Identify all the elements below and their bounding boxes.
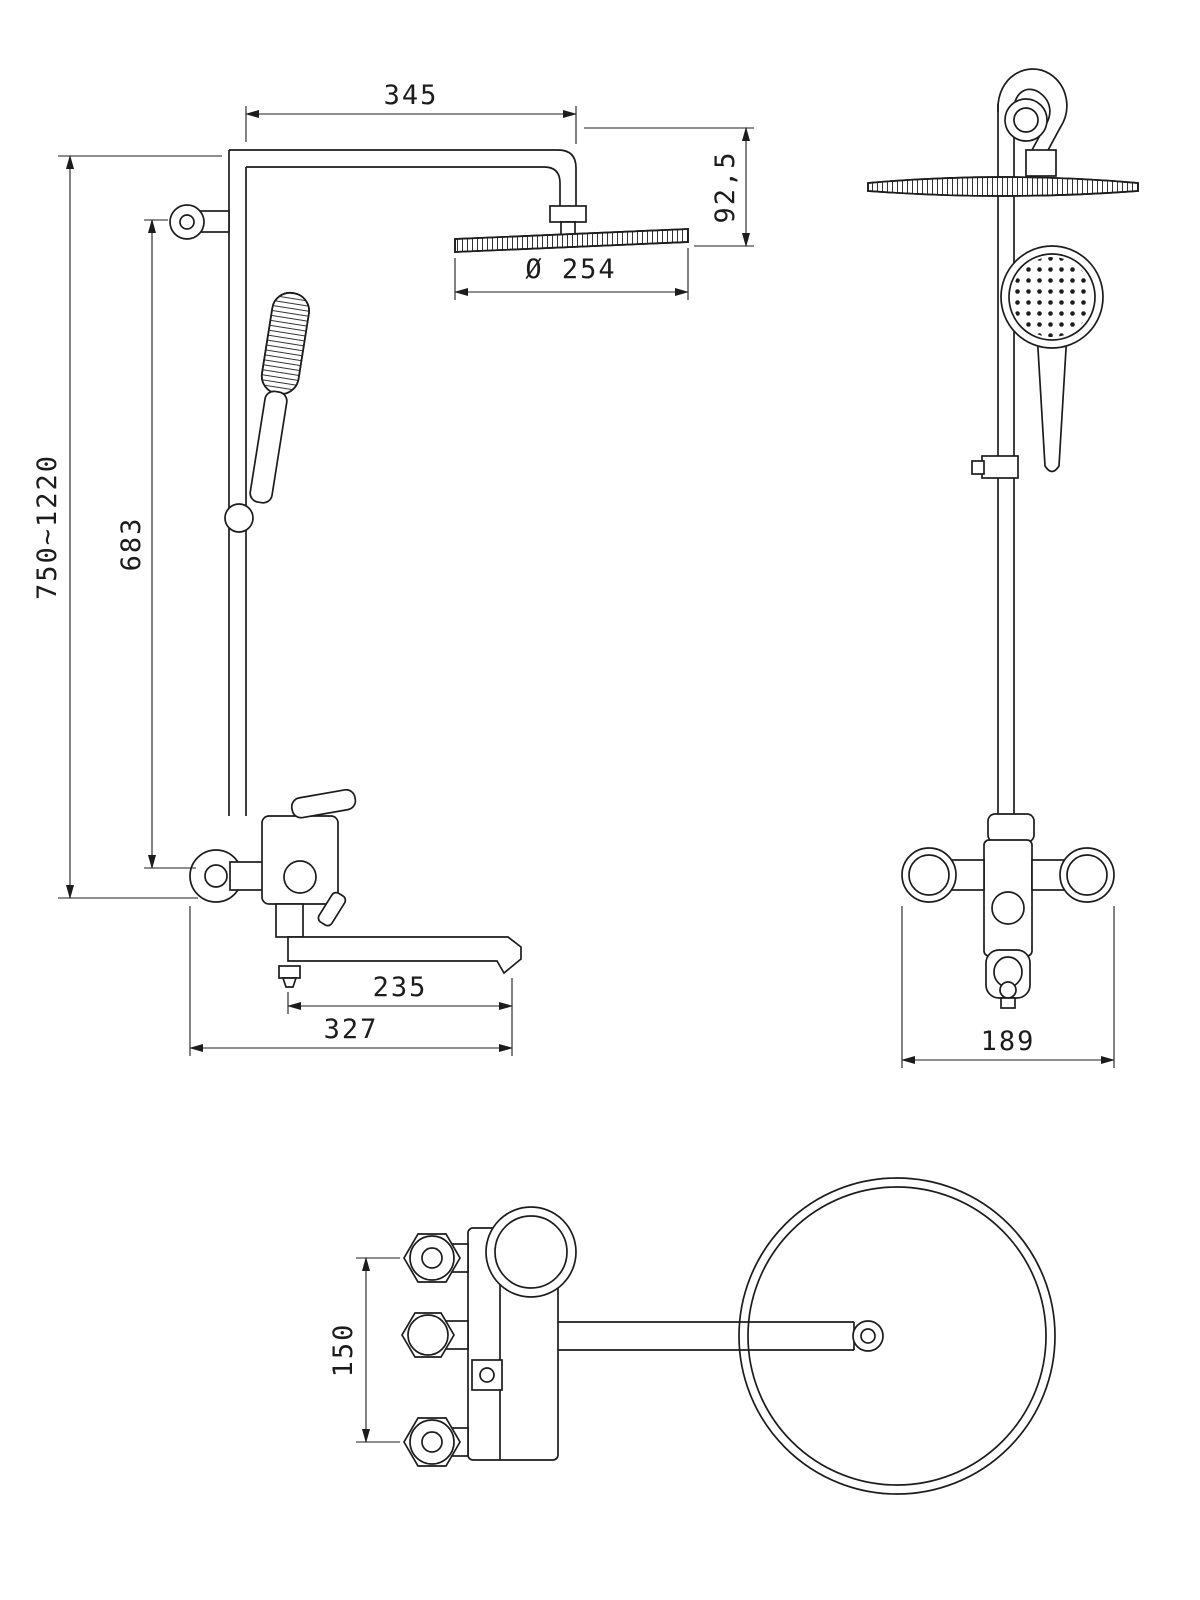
rain-head-top-rim [747,1186,1047,1486]
dim-inlet-spacing-label: 150 [328,1323,359,1378]
dim-spout-reach-label: 235 [373,972,428,1003]
top-view [401,1177,1056,1495]
dimensions: 345 92,5 Ø 254 683 750~1220 [32,80,1116,1444]
service-plate-screw [479,1367,495,1383]
dim-inlet-spacing: 150 [328,1256,400,1444]
rain-head-front-hatch [454,228,689,253]
cartridge-cap [283,860,317,894]
union-b-circle [407,1314,449,1356]
diverter-tab-shape [317,891,347,927]
slider-holder [224,503,254,533]
dim-head-diameter: Ø 254 [453,248,690,300]
dim-head-drop: 92,5 [584,126,754,248]
hand-shower-front [249,291,310,504]
front-view [169,149,689,988]
lower-knob-tip [281,977,298,988]
left-wall-flange-inner [908,854,950,896]
hand-shower-head-hatch [260,291,310,395]
mixer-lever-front [290,788,357,819]
spout-neck [275,903,304,938]
spout-tip-outlet [860,1328,876,1344]
rain-head-top-outer [738,1177,1056,1495]
hand-shower-handle [249,390,288,504]
dim-arm-length-label: 345 [384,80,439,111]
tub-spout [287,936,522,975]
lower-knob [278,965,301,979]
flange-connector [229,861,265,891]
service-plate [471,1359,503,1391]
dim-side-width: 189 [900,906,1116,1068]
slider-bracket-side [981,455,1019,479]
dim-overall-height-label: 750~1220 [32,454,63,600]
lever-dome-inner [494,1215,568,1289]
shower-arm-outer [229,149,577,206]
hand-shower-spray-holes [1012,257,1092,337]
gooseneck-inner [1013,88,1051,151]
wall-flange-front-center [204,864,228,888]
gooseneck-outer [997,68,1068,155]
diverter-knob [999,981,1017,999]
dim-overall-height: 750~1220 [32,154,222,900]
mixer-side-cap [991,891,1025,925]
mixer-lever-blade [290,788,357,819]
right-wall-flange-inner [1066,854,1108,896]
upper-bracket-knob-center [179,214,195,230]
diverter-tab [317,891,347,927]
dim-spout-reach: 235 [286,972,514,1014]
shower-arm-inner [246,166,561,206]
side-view [867,68,1139,1009]
union-a-center [421,1247,443,1269]
dim-bar-height-label: 683 [116,517,147,572]
dim-head-diameter-label: Ø 254 [525,254,616,285]
dim-side-width-label: 189 [981,1026,1036,1057]
dim-overall-reach-label: 327 [324,1014,379,1045]
hand-shower-handle-side [1036,331,1068,473]
dim-bar-height: 683 [116,218,196,870]
gooseneck-clamp-center [1013,107,1039,133]
slider-knob-side [971,460,985,475]
union-c-center [421,1431,443,1453]
dim-arm-length: 345 [244,80,578,144]
dim-head-drop-label: 92,5 [710,150,741,223]
diverter-outlet [1000,997,1016,1009]
arm-nut [549,205,587,223]
mixer-lever-side [987,813,1035,843]
rain-head-side-hatch [867,176,1139,197]
head-mount-side [1025,149,1057,177]
dim-overall-reach: 327 [188,906,514,1056]
